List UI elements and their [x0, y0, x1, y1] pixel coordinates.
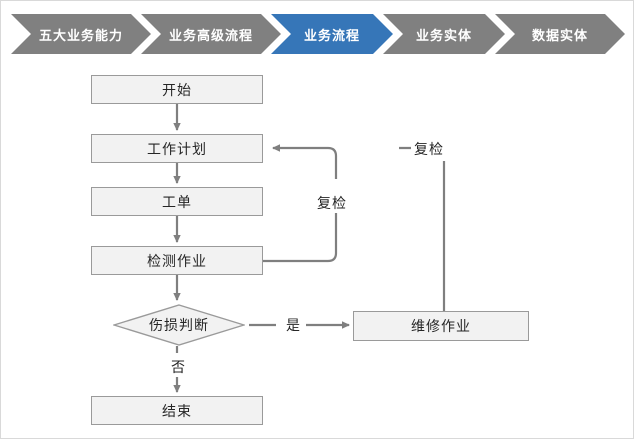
edge-label-yes: 是 [283, 315, 304, 335]
edge-label-recheck-inner: 复检 [314, 193, 350, 213]
node-start[interactable]: 开始 [91, 75, 263, 104]
node-inspection[interactable]: 检测作业 [91, 246, 263, 275]
node-inspection-label: 检测作业 [147, 252, 207, 269]
node-damage-judge[interactable]: 伤损判断 [113, 304, 245, 346]
node-end-label: 结束 [162, 402, 192, 419]
node-end[interactable]: 结束 [91, 396, 263, 425]
edge-recheck-inner-lower [263, 211, 338, 263]
edge-label-no: 否 [168, 357, 189, 377]
node-work-plan[interactable]: 工作计划 [91, 134, 263, 163]
edge-recheck-inner-upper [272, 144, 338, 179]
diamond-shape [113, 304, 245, 346]
node-work-plan-label: 工作计划 [147, 140, 207, 157]
edge-label-recheck-outer: 复检 [411, 139, 447, 159]
node-repair-label: 维修作业 [411, 318, 471, 334]
node-work-order[interactable]: 工单 [91, 187, 263, 216]
node-start-label: 开始 [162, 81, 192, 98]
node-repair[interactable]: 维修作业 [353, 311, 529, 341]
node-work-order-label: 工单 [162, 193, 192, 210]
